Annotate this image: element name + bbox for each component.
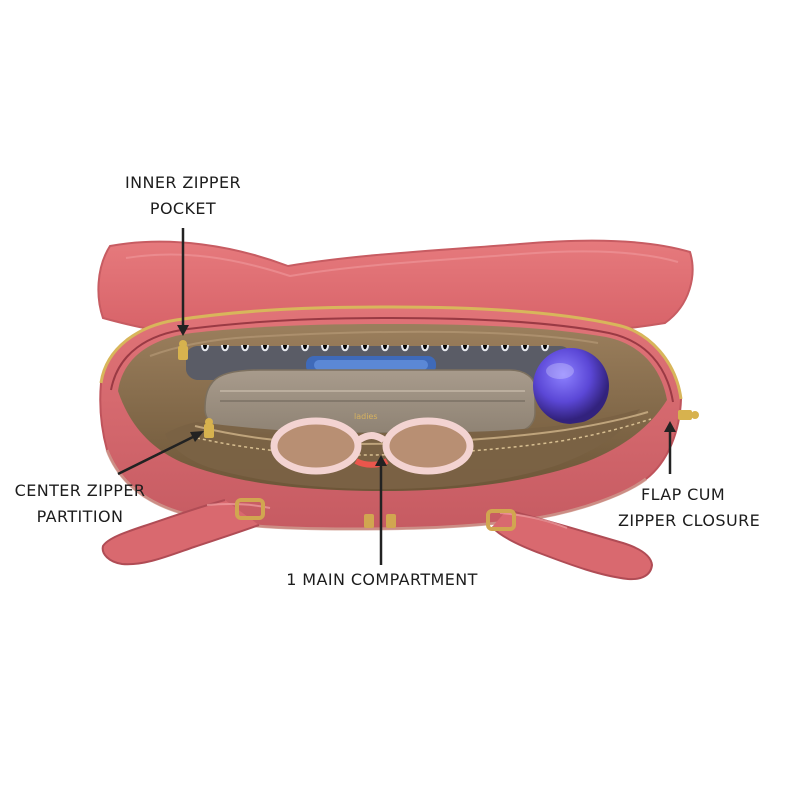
callout-flap-cum-zipper-closure-line-2: ZIPPER CLOSURE bbox=[618, 511, 761, 530]
purple-ball bbox=[533, 348, 609, 424]
wallet: ladies bbox=[204, 369, 536, 434]
zipper-pull-center bbox=[204, 418, 214, 438]
zipper-edge bbox=[99, 305, 683, 531]
callout-flap-cum-zipper-closure: FLAP CUM ZIPPER CLOSURE bbox=[618, 482, 761, 534]
callout-main-compartment-line-1: 1 MAIN COMPARTMENT bbox=[286, 570, 478, 589]
callout-arrowheads bbox=[177, 325, 676, 466]
callout-inner-zipper-pocket-line-1: INNER ZIPPER bbox=[125, 173, 241, 192]
callout-inner-zipper-pocket: INNER ZIPPER POCKET bbox=[118, 170, 248, 222]
sunglasses bbox=[270, 417, 474, 475]
callout-center-zipper-partition-line-1: CENTER ZIPPER bbox=[14, 481, 146, 500]
zipper-pull-left bbox=[178, 340, 188, 360]
callout-flap-cum-zipper-closure-line-1: FLAP CUM bbox=[640, 485, 726, 504]
zipper-pull-right bbox=[678, 410, 699, 420]
zipper-pulls bbox=[178, 340, 699, 438]
callout-main-compartment: 1 MAIN COMPARTMENT bbox=[282, 567, 482, 593]
handles bbox=[101, 498, 654, 581]
callout-center-zipper-partition: CENTER ZIPPER PARTITION bbox=[10, 478, 150, 530]
front-clasp bbox=[364, 514, 396, 528]
callout-arrows bbox=[117, 228, 672, 565]
svg-text:ladies: ladies bbox=[354, 412, 378, 421]
callout-center-zipper-partition-line-2: PARTITION bbox=[36, 507, 124, 526]
arrow-center-zipper-partition bbox=[117, 433, 198, 476]
callout-inner-zipper-pocket-line-2: POCKET bbox=[149, 199, 217, 218]
